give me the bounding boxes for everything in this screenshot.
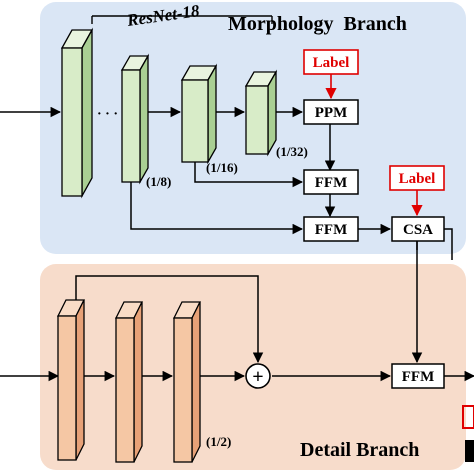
label-box-ppm (303, 49, 359, 75)
detail-branch-title: Detail Branch (300, 439, 419, 461)
detail-arrows (0, 241, 474, 382)
scale-label-1-16: (1/16) (206, 160, 238, 175)
ppm-text: PPM (315, 105, 347, 121)
ffm-detail-text: FFM (402, 369, 434, 385)
cropped-red-mark (462, 405, 474, 429)
sum-symbol: + (252, 366, 263, 388)
scale-label-1-32: (1/32) (276, 144, 308, 159)
ffm-upper-text: FFM (315, 175, 347, 191)
csa-text: CSA (403, 222, 433, 238)
scale-label-1-2: (1/2) (206, 434, 231, 449)
detail-block-3 (172, 301, 202, 463)
morph-arrows (0, 106, 453, 260)
morph-block-4 (244, 69, 278, 157)
detail-block-2 (114, 301, 144, 463)
morph-block-3 (180, 63, 218, 165)
label-text-ppm: Label (313, 55, 350, 71)
resnet-bracket (91, 15, 273, 24)
cropped-black-mark (465, 440, 474, 462)
ellipsis: · · · (97, 107, 118, 122)
morphology-branch-title: Morphology Branch (228, 13, 407, 35)
detail-block-1 (56, 299, 86, 461)
scale-label-1-8: (1/8) (146, 174, 171, 189)
ffm-lower-box (303, 216, 359, 242)
label-text-csa: Label (399, 171, 436, 187)
ppm-box (303, 99, 359, 125)
ffm-lower-text: FFM (315, 222, 347, 238)
sum-node (245, 363, 271, 389)
label-box-csa (389, 165, 445, 191)
csa-box (391, 216, 445, 242)
ffm-upper-box (303, 169, 359, 195)
morph-block-2 (120, 53, 150, 185)
morph-block-1 (60, 27, 94, 199)
ffm-detail-box (391, 363, 445, 389)
